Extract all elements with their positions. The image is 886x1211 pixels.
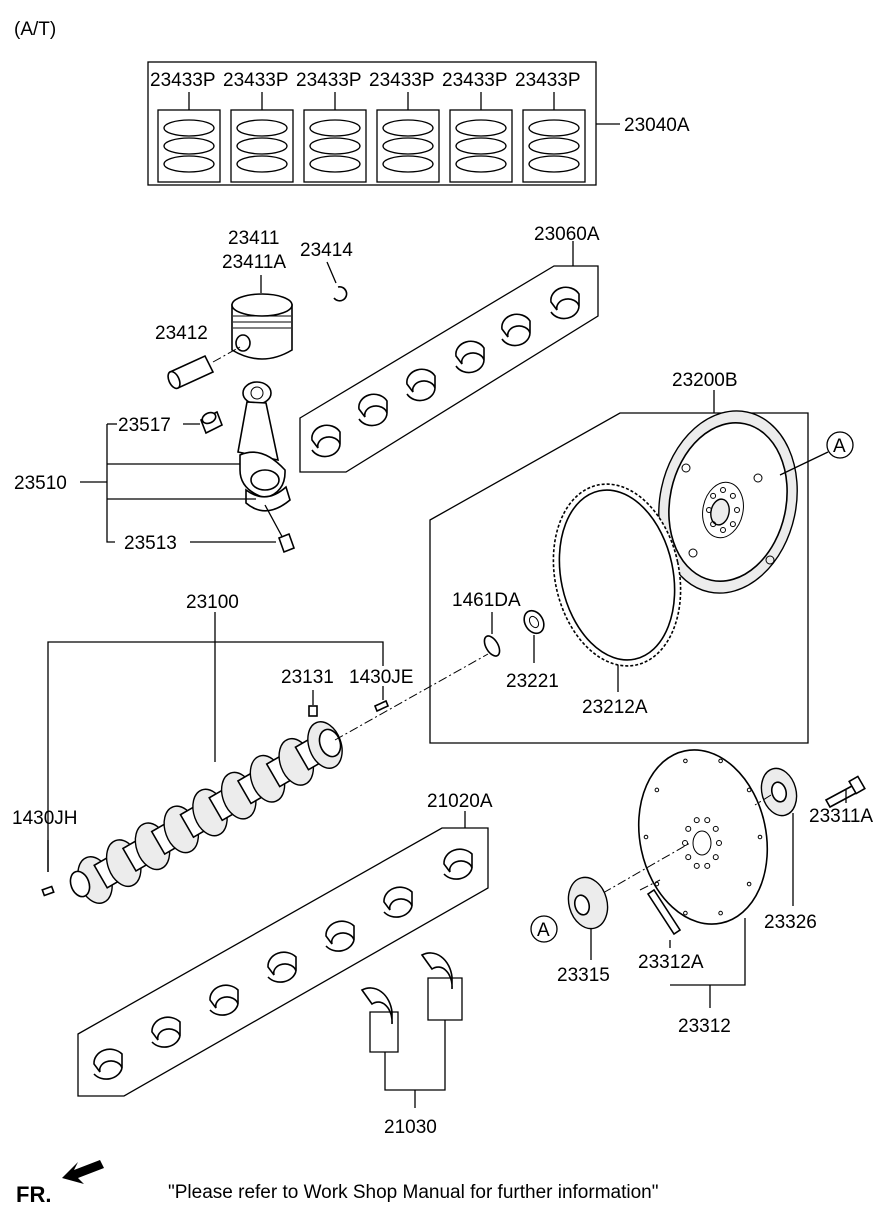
- snap-ring-label: 23414: [300, 240, 353, 261]
- conrod-bearing-set[interactable]: [299, 241, 599, 473]
- ring-label-1: 23433P: [150, 70, 216, 91]
- pin-1430jh-label: 1430JH: [12, 808, 78, 829]
- front-arrow-icon: [62, 1160, 104, 1184]
- pin-1430jh[interactable]: [41, 840, 55, 897]
- pilot-bearing[interactable]: [520, 607, 548, 663]
- crankshaft[interactable]: [67, 653, 489, 908]
- flywheel-ref-a: [779, 431, 854, 476]
- thrust-bearing-label: 21030: [384, 1117, 437, 1138]
- snap-ring[interactable]: [326, 261, 348, 302]
- plate-23312a[interactable]: [639, 879, 682, 948]
- piston-pin[interactable]: [166, 346, 241, 390]
- piston-label: 23411: [228, 228, 279, 249]
- crank-leaders: [47, 612, 384, 872]
- conrod-bush[interactable]: [199, 410, 224, 435]
- bearing-shell[interactable]: [383, 886, 413, 918]
- footer-note: "Please refer to Work Shop Manual for fu…: [168, 1182, 658, 1203]
- piston-alt-label: 23411A: [222, 252, 286, 273]
- ring-label-6: 23433P: [515, 70, 581, 91]
- adapter-ref-a-label: A: [537, 920, 550, 941]
- plate-23326-label: 23326: [764, 912, 817, 933]
- ring-gear-label: 23212A: [582, 697, 648, 718]
- drive-plate-leaders: [670, 918, 746, 1008]
- flywheel-group-box: [429, 390, 809, 744]
- ring-box[interactable]: [449, 92, 513, 183]
- main-bearing-set[interactable]: [77, 811, 489, 1097]
- connecting-rod[interactable]: [237, 381, 291, 512]
- bearing-shell[interactable]: [443, 848, 473, 880]
- front-direction-label: FR.: [16, 1182, 51, 1207]
- piston[interactable]: [231, 275, 293, 360]
- plate-23326[interactable]: [754, 764, 802, 906]
- piston-pin-label: 23412: [155, 323, 208, 344]
- bearing-23221-label: 23221: [506, 671, 559, 692]
- bearing-shell[interactable]: [325, 920, 355, 952]
- conrod-leaders: [80, 423, 276, 543]
- ring-label-3: 23433P: [296, 70, 362, 91]
- conrod-assy-label: 23510: [14, 473, 67, 494]
- adapter-23315-label: 23315: [557, 965, 610, 986]
- main-bearing-label: 21020A: [427, 791, 493, 812]
- snap-ring-1461[interactable]: [481, 612, 502, 659]
- bearing-shell[interactable]: [209, 984, 239, 1016]
- ring-label-4: 23433P: [369, 70, 435, 91]
- bearing-shell[interactable]: [406, 368, 436, 402]
- ring-label-2: 23433P: [223, 70, 289, 91]
- bearing-shell[interactable]: [455, 340, 485, 374]
- variant-label: (A/T): [14, 19, 56, 40]
- bearing-shell[interactable]: [358, 393, 388, 427]
- conrod-bush-label: 23517: [118, 415, 171, 436]
- conrod-bolt-label: 23513: [124, 533, 177, 554]
- conrod-bearing-label: 23060A: [534, 224, 600, 245]
- pin-1430je[interactable]: [373, 699, 390, 713]
- bearing-shell[interactable]: [93, 1048, 123, 1080]
- ring-set-label: 23040A: [624, 115, 690, 136]
- drive-plate[interactable]: [602, 738, 783, 936]
- flywheel-label: 23200B: [672, 370, 738, 391]
- key-23131-label: 23131: [281, 667, 334, 688]
- drive-plate-bolt[interactable]: [824, 775, 866, 809]
- bearing-shell[interactable]: [311, 424, 341, 458]
- pin-1430je-label: 1430JE: [349, 667, 413, 688]
- thrust-bearing-set[interactable]: [360, 952, 463, 1108]
- crankshaft-label: 23100: [186, 592, 239, 613]
- bearing-shell[interactable]: [267, 951, 297, 983]
- drive-plate-bolt-label: 23311A: [809, 806, 873, 827]
- flywheel-ref-a-label: A: [833, 436, 846, 457]
- ring-label-5: 23433P: [442, 70, 508, 91]
- adapter-23315[interactable]: [530, 873, 613, 960]
- flywheel[interactable]: [642, 398, 813, 606]
- ring-box[interactable]: [157, 92, 221, 183]
- ring-box[interactable]: [303, 92, 367, 183]
- piston-ring-set[interactable]: [147, 61, 620, 186]
- drive-plate-label: 23312: [678, 1016, 731, 1037]
- key-23131[interactable]: [308, 705, 318, 717]
- plate-23312a-label: 23312A: [638, 952, 704, 973]
- bearing-shell[interactable]: [550, 286, 580, 320]
- ring-gear[interactable]: [537, 472, 697, 692]
- pin-1461-label: 1461DA: [452, 590, 521, 611]
- ring-box[interactable]: [522, 92, 586, 183]
- conrod-bolt[interactable]: [264, 504, 296, 554]
- bearing-shell[interactable]: [151, 1016, 181, 1048]
- ring-box[interactable]: [230, 92, 294, 183]
- ring-box[interactable]: [376, 92, 440, 183]
- bearing-shell[interactable]: [501, 313, 531, 347]
